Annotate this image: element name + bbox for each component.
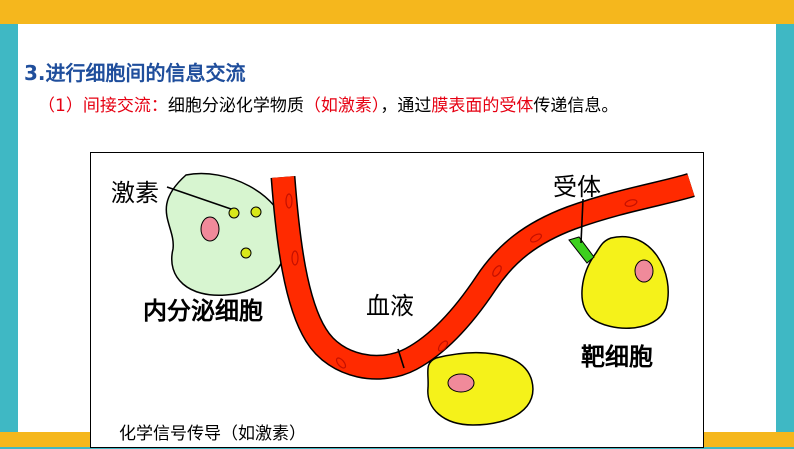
- subtitle-hormone: （如激素）: [303, 96, 381, 116]
- blood-vessel-fill: [272, 174, 695, 379]
- diagram-drawing: [165, 172, 695, 426]
- hormone-granule: [228, 207, 240, 219]
- subtitle-part3: ，通过: [380, 96, 432, 116]
- label-blood: 血液: [366, 292, 414, 320]
- label-hormone: 激素: [111, 179, 159, 207]
- subtitle-lead: 间接交流：: [82, 96, 168, 116]
- target-nucleus-bottom: [447, 373, 475, 393]
- red-blood-cell: [291, 250, 299, 266]
- subtitle-receptor: 膜表面的受体: [431, 96, 534, 116]
- target-nucleus-right: [634, 259, 654, 283]
- label-target-cell: 靶细胞: [581, 343, 653, 371]
- endocrine-cell: [165, 172, 289, 296]
- blood-pointer-line: [397, 348, 405, 369]
- red-blood-cell: [624, 199, 638, 207]
- slide-subtitle: （1）间接交流：细胞分泌化学物质（如激素），通过膜表面的受体传递信息。: [38, 91, 618, 116]
- subtitle-part5: 传递信息。: [533, 96, 619, 116]
- target-cell-right: [581, 235, 669, 329]
- hormone-granule: [240, 247, 252, 259]
- hormone-granule: [250, 206, 262, 218]
- red-blood-cell: [529, 233, 543, 243]
- diagram-caption: 化学信号传导（如激素）: [119, 424, 306, 444]
- red-blood-cell: [492, 265, 502, 277]
- endocrine-nucleus: [200, 216, 220, 242]
- subtitle-number: （1）: [38, 96, 83, 116]
- red-blood-cell: [285, 193, 293, 209]
- subtitle-part1: 细胞分泌化学物质: [167, 96, 304, 116]
- top-orange-bar: [0, 0, 794, 24]
- red-blood-cell: [437, 340, 449, 352]
- label-receptor: 受体: [553, 173, 601, 201]
- hormone-pointer-line: [166, 186, 232, 210]
- label-endocrine-cell: 内分泌细胞: [143, 297, 263, 325]
- target-cell-bottom: [427, 352, 534, 426]
- red-blood-cell: [335, 357, 347, 369]
- slide-content: 3.进行细胞间的信息交流 （1）间接交流：细胞分泌化学物质（如激素），通过膜表面…: [18, 24, 776, 448]
- slide-title: 3.进行细胞间的信息交流: [24, 61, 246, 85]
- receptor: [568, 236, 595, 264]
- receptor-pointer-line: [580, 198, 584, 244]
- signal-diagram: 激素 内分泌细胞 血液 受体 靶细胞 化学信号传导（如激素）: [90, 152, 704, 448]
